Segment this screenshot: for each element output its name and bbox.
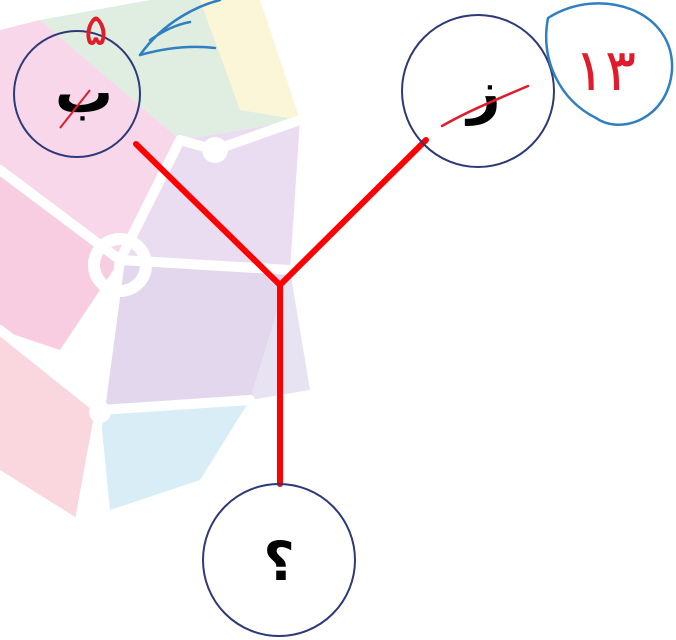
watermark-shard: [200, 0, 300, 120]
node-circle: [202, 483, 356, 637]
annotation-top-left: ۵: [59, 0, 222, 129]
connector-top-right: [277, 137, 429, 288]
annotation-top-right: ۱۳: [440, 2, 674, 128]
handwritten-number-top-right: ۱۳: [574, 36, 636, 104]
red-ink-stroke: [59, 89, 91, 129]
connector-top-left: [133, 141, 283, 288]
blue-ink-circle: [545, 2, 674, 126]
node-circle: [401, 14, 555, 168]
node-top-right: ز: [401, 14, 555, 168]
watermark-node: [202, 137, 228, 163]
connector-lines: [133, 137, 429, 487]
watermark-logo: [0, 0, 310, 525]
node-label-question: ؟: [263, 530, 294, 593]
node-bottom: ؟: [202, 483, 356, 637]
blue-ink-arrow: [138, 0, 222, 57]
watermark-shard: [100, 400, 250, 510]
node-circle: [13, 30, 141, 158]
node-top-left: ب: [13, 30, 141, 158]
red-ink-stroke: [440, 84, 530, 128]
handwritten-number-top-left: ۵: [84, 5, 108, 56]
node-label-ze: ز: [464, 58, 500, 126]
watermark-shard: [120, 120, 300, 270]
watermark-node: [89, 401, 111, 423]
watermark-shard: [100, 260, 290, 410]
node-label-ba: ب: [55, 58, 113, 126]
watermark-shard: [0, 170, 120, 350]
watermark-hub-node: [88, 233, 152, 297]
watermark-shard: [0, 330, 100, 520]
